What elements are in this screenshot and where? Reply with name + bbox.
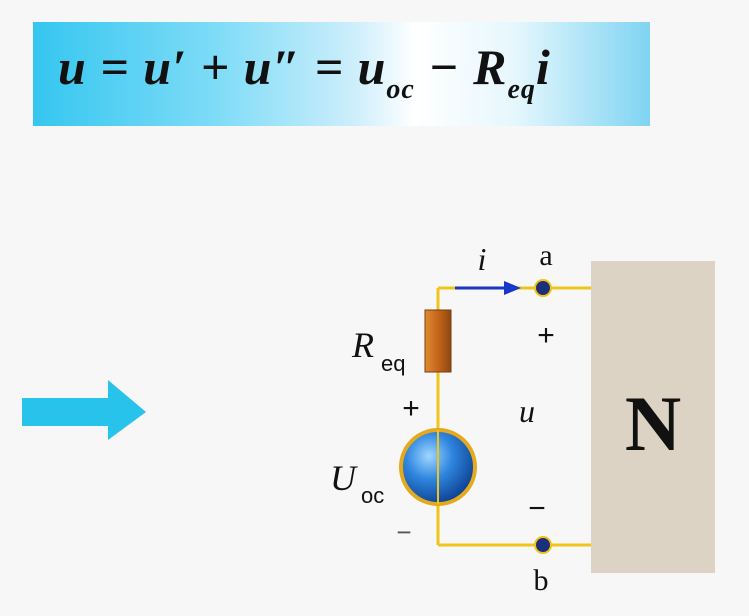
formula-eq-subscript: eq: [507, 74, 536, 105]
source-minus: −: [396, 517, 411, 547]
current-label: i: [478, 241, 487, 277]
node-b: [534, 536, 552, 554]
node-a-label: a: [539, 239, 552, 272]
resistor-label-subscript: eq: [381, 351, 405, 376]
formula-banner: [33, 22, 650, 126]
formula-main: u = u′ + u″ = u: [58, 39, 387, 95]
formula-minus-r: − R: [414, 39, 508, 95]
wires: [436, 286, 591, 547]
node-b-label: b: [534, 564, 549, 597]
port-plus: +: [537, 319, 555, 352]
formula: u = u′ + u″ = uoc − Reqi: [58, 38, 551, 105]
source-plus: +: [402, 392, 420, 425]
current-arrow-head-icon: [504, 281, 521, 295]
right-arrow-icon: [22, 380, 146, 440]
network-label: N: [625, 380, 681, 467]
source-label-subscript: oc: [361, 483, 384, 508]
network-box: [591, 261, 715, 573]
port-minus: −: [528, 492, 546, 525]
source-label: U: [330, 458, 358, 498]
resistor-label: R: [351, 325, 374, 365]
resistor-r-eq: [424, 309, 452, 373]
port-voltage-label: u: [519, 393, 535, 429]
node-a: [534, 279, 552, 297]
formula-oc-subscript: oc: [386, 74, 415, 105]
formula-i: i: [535, 39, 551, 95]
